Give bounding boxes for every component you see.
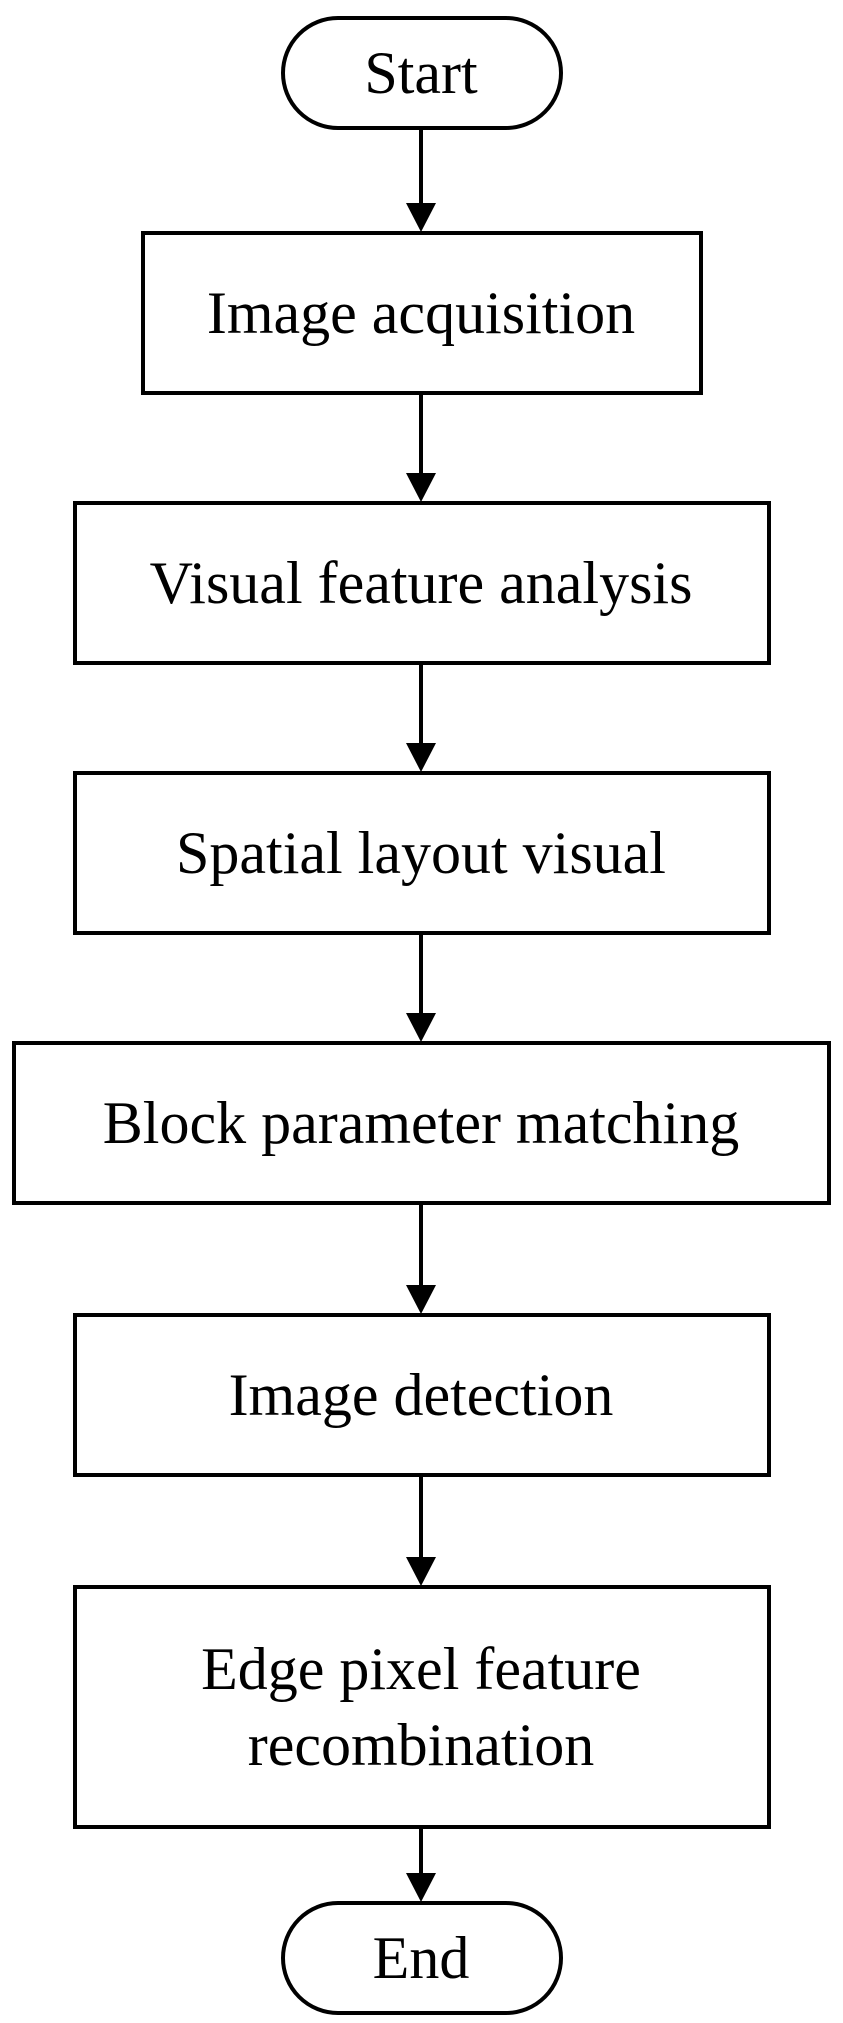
- arrowhead-icon: [406, 1285, 436, 1314]
- arrow-spatial-layout-visual-to-block-parameter-matching: [406, 933, 436, 1042]
- process-box: [12, 1041, 831, 1205]
- node-block-parameter-matching: Block parameter matching: [12, 1041, 831, 1205]
- node-label: Start: [364, 40, 478, 106]
- node-spatial-layout-visual: Spatial layout visual: [73, 771, 771, 935]
- process-box: [73, 771, 771, 935]
- process-box: [141, 231, 703, 395]
- process-box: [73, 1585, 771, 1829]
- node-label: Image acquisition: [207, 280, 635, 346]
- process-box: [73, 1313, 771, 1477]
- arrow-start-to-image-acquisition: [406, 128, 436, 232]
- node-start: Start: [281, 16, 563, 130]
- node-label: Edge pixel feature: [201, 1636, 641, 1702]
- arrowhead-icon: [406, 1013, 436, 1042]
- node-end: End: [281, 1901, 563, 2015]
- node-label: recombination: [248, 1712, 595, 1778]
- node-label: Visual feature analysis: [150, 550, 693, 616]
- node-label: Block parameter matching: [103, 1090, 739, 1156]
- arrow-image-detection-to-edge-pixel-feature-recombination: [406, 1475, 436, 1586]
- arrow-edge-pixel-feature-recombination-to-end: [406, 1827, 436, 1902]
- process-box: [73, 501, 771, 665]
- arrow-block-parameter-matching-to-image-detection: [406, 1203, 436, 1314]
- arrowhead-icon: [406, 1557, 436, 1586]
- node-label: Spatial layout visual: [176, 820, 666, 886]
- node-label: End: [373, 1925, 470, 1991]
- node-visual-feature-analysis: Visual feature analysis: [73, 501, 771, 665]
- arrow-visual-feature-analysis-to-spatial-layout-visual: [406, 663, 436, 772]
- connectors: [406, 128, 436, 1902]
- terminator-shape: [281, 16, 563, 130]
- arrowhead-icon: [406, 1873, 436, 1902]
- arrow-image-acquisition-to-visual-feature-analysis: [406, 393, 436, 502]
- terminator-shape: [281, 1901, 563, 2015]
- arrowhead-icon: [406, 743, 436, 772]
- arrowhead-icon: [406, 203, 436, 232]
- arrowhead-icon: [406, 473, 436, 502]
- node-image-acquisition: Image acquisition: [141, 231, 703, 395]
- node-label: Image detection: [229, 1362, 614, 1428]
- node-image-detection: Image detection: [73, 1313, 771, 1477]
- node-edge-pixel-feature-recombination: Edge pixel feature recombination: [73, 1585, 771, 1829]
